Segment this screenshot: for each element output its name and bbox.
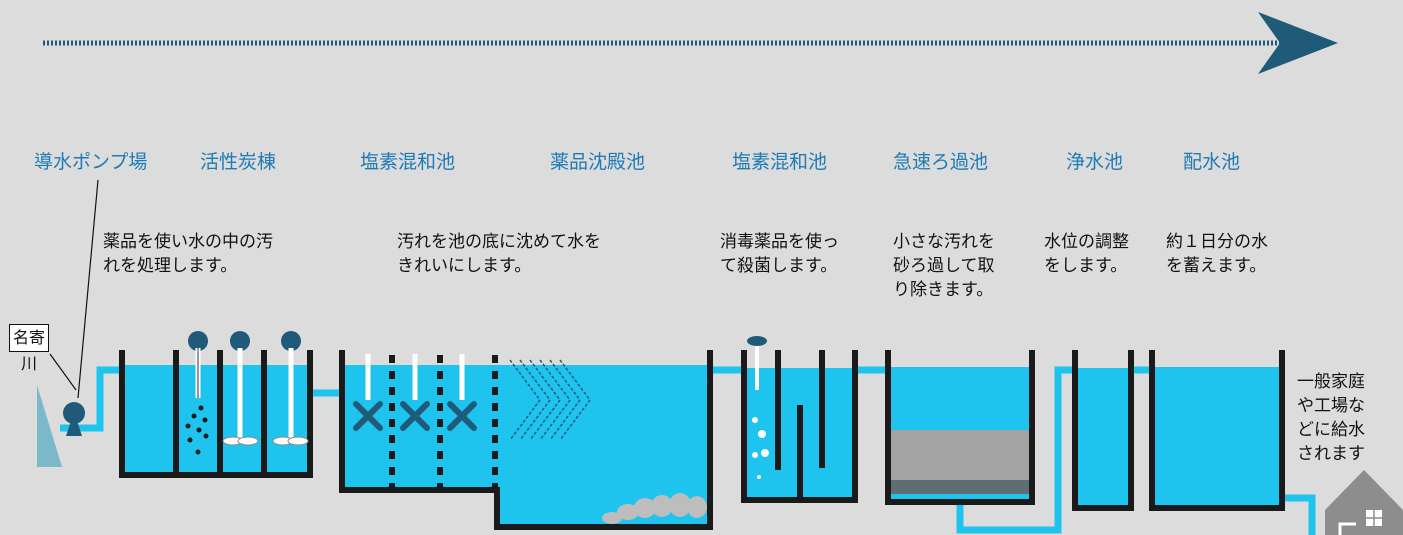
river-intake	[37, 179, 99, 467]
stage-title-filter: 急速ろ過池	[893, 151, 989, 173]
disinfection-tank	[741, 336, 858, 503]
water-pipes	[60, 366, 1316, 535]
clear-water-tank	[1072, 350, 1134, 511]
stage-title-pump: 導水ポンプ場	[34, 151, 148, 173]
desc-filter: 小さな汚れを 砂ろ過して取 り除きます。	[893, 232, 995, 300]
house-icon	[1325, 470, 1403, 535]
supply-note: 一般家庭 や工場な どに給水 されます	[1297, 372, 1365, 464]
distribution-tank	[1149, 350, 1285, 511]
stage-title-carbon: 活性炭棟	[200, 151, 277, 173]
river-label: 名寄川	[9, 324, 49, 373]
stage-title-settle: 薬品沈殿池	[550, 151, 646, 173]
desc-dist: 約１日分の水 を蓄えます。	[1166, 232, 1268, 276]
stage-title-mix2: 塩素混和池	[732, 151, 828, 173]
stage-title-clear: 浄水池	[1066, 151, 1124, 173]
stage-title-dist: 配水池	[1183, 151, 1241, 173]
flow-arrow	[43, 12, 1338, 74]
desc-mix2: 消毒薬品を使っ て殺菌します。	[720, 232, 839, 276]
stage-title-mix1: 塩素混和池	[360, 151, 456, 173]
desc-carbon: 薬品を使い水の中の汚 れを処理します。	[103, 232, 273, 276]
sand-filter	[885, 350, 1035, 505]
pump-icon	[63, 402, 85, 436]
desc-clear: 水位の調整 をします。	[1044, 232, 1129, 276]
mixing-sedimentation-tank	[339, 350, 713, 530]
desc-settle: 汚れを池の底に沈めて水を きれいにします。	[397, 232, 601, 276]
carbon-tank	[119, 331, 313, 478]
